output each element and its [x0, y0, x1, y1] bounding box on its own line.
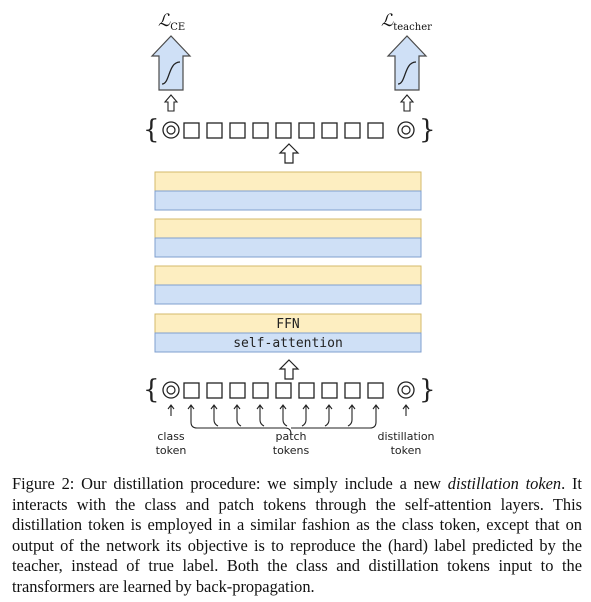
patch-tokens-input	[183, 382, 384, 399]
self-attention-label: self-attention	[233, 336, 343, 351]
brace-left: {	[143, 375, 160, 405]
loss-ce-label: ℒCE	[158, 11, 185, 33]
arrow-up-icon	[163, 94, 179, 112]
transformer-layer-2	[154, 218, 422, 258]
class-token-input	[162, 381, 180, 399]
input-arrows	[167, 404, 410, 435]
softmax-head-ce	[150, 35, 192, 91]
transformer-layer-labeled: FFN self-attention	[154, 313, 422, 353]
ffn-label: FFN	[276, 317, 299, 332]
patch-tokens-label-line1: patch	[275, 430, 306, 443]
output-token-row: { }	[143, 115, 436, 145]
class-token-label-line1: class	[157, 430, 185, 443]
patch-tokens-label-line2: tokens	[273, 444, 310, 457]
sigmoid-curve-icon	[397, 61, 417, 85]
figure-caption: Figure 2: Our distillation procedure: we…	[12, 474, 582, 598]
class-token-label-line2: token	[156, 444, 187, 457]
softmax-head-teacher	[386, 35, 428, 91]
brace-right: }	[419, 375, 436, 405]
arrow-up-icon	[278, 143, 300, 164]
distillation-token-label-line1: distillation	[377, 430, 434, 443]
transformer-layer-1	[154, 171, 422, 211]
caption-prefix: Figure 2: Our distillation procedure: we…	[12, 474, 448, 493]
arrow-up-icon	[399, 94, 415, 112]
distillation-diagram: ℒCE ℒteacher { }	[143, 11, 436, 457]
brace-right: }	[419, 115, 436, 145]
arrow-up-icon	[278, 359, 300, 380]
distillation-token-input	[397, 381, 415, 399]
transformer-layer-3	[154, 265, 422, 305]
loss-teacher-label: ℒteacher	[381, 11, 432, 33]
input-token-row: { }	[143, 375, 436, 405]
brace-left: {	[143, 115, 160, 145]
distillation-token-label-line2: token	[391, 444, 422, 457]
patch-tokens-output	[183, 122, 384, 139]
caption-suffix: . It interacts with the class and patch …	[12, 474, 582, 596]
caption-emphasis: distillation token	[447, 474, 562, 493]
sigmoid-curve-icon	[161, 61, 181, 85]
class-token-output	[162, 121, 180, 139]
distillation-token-output	[397, 121, 415, 139]
